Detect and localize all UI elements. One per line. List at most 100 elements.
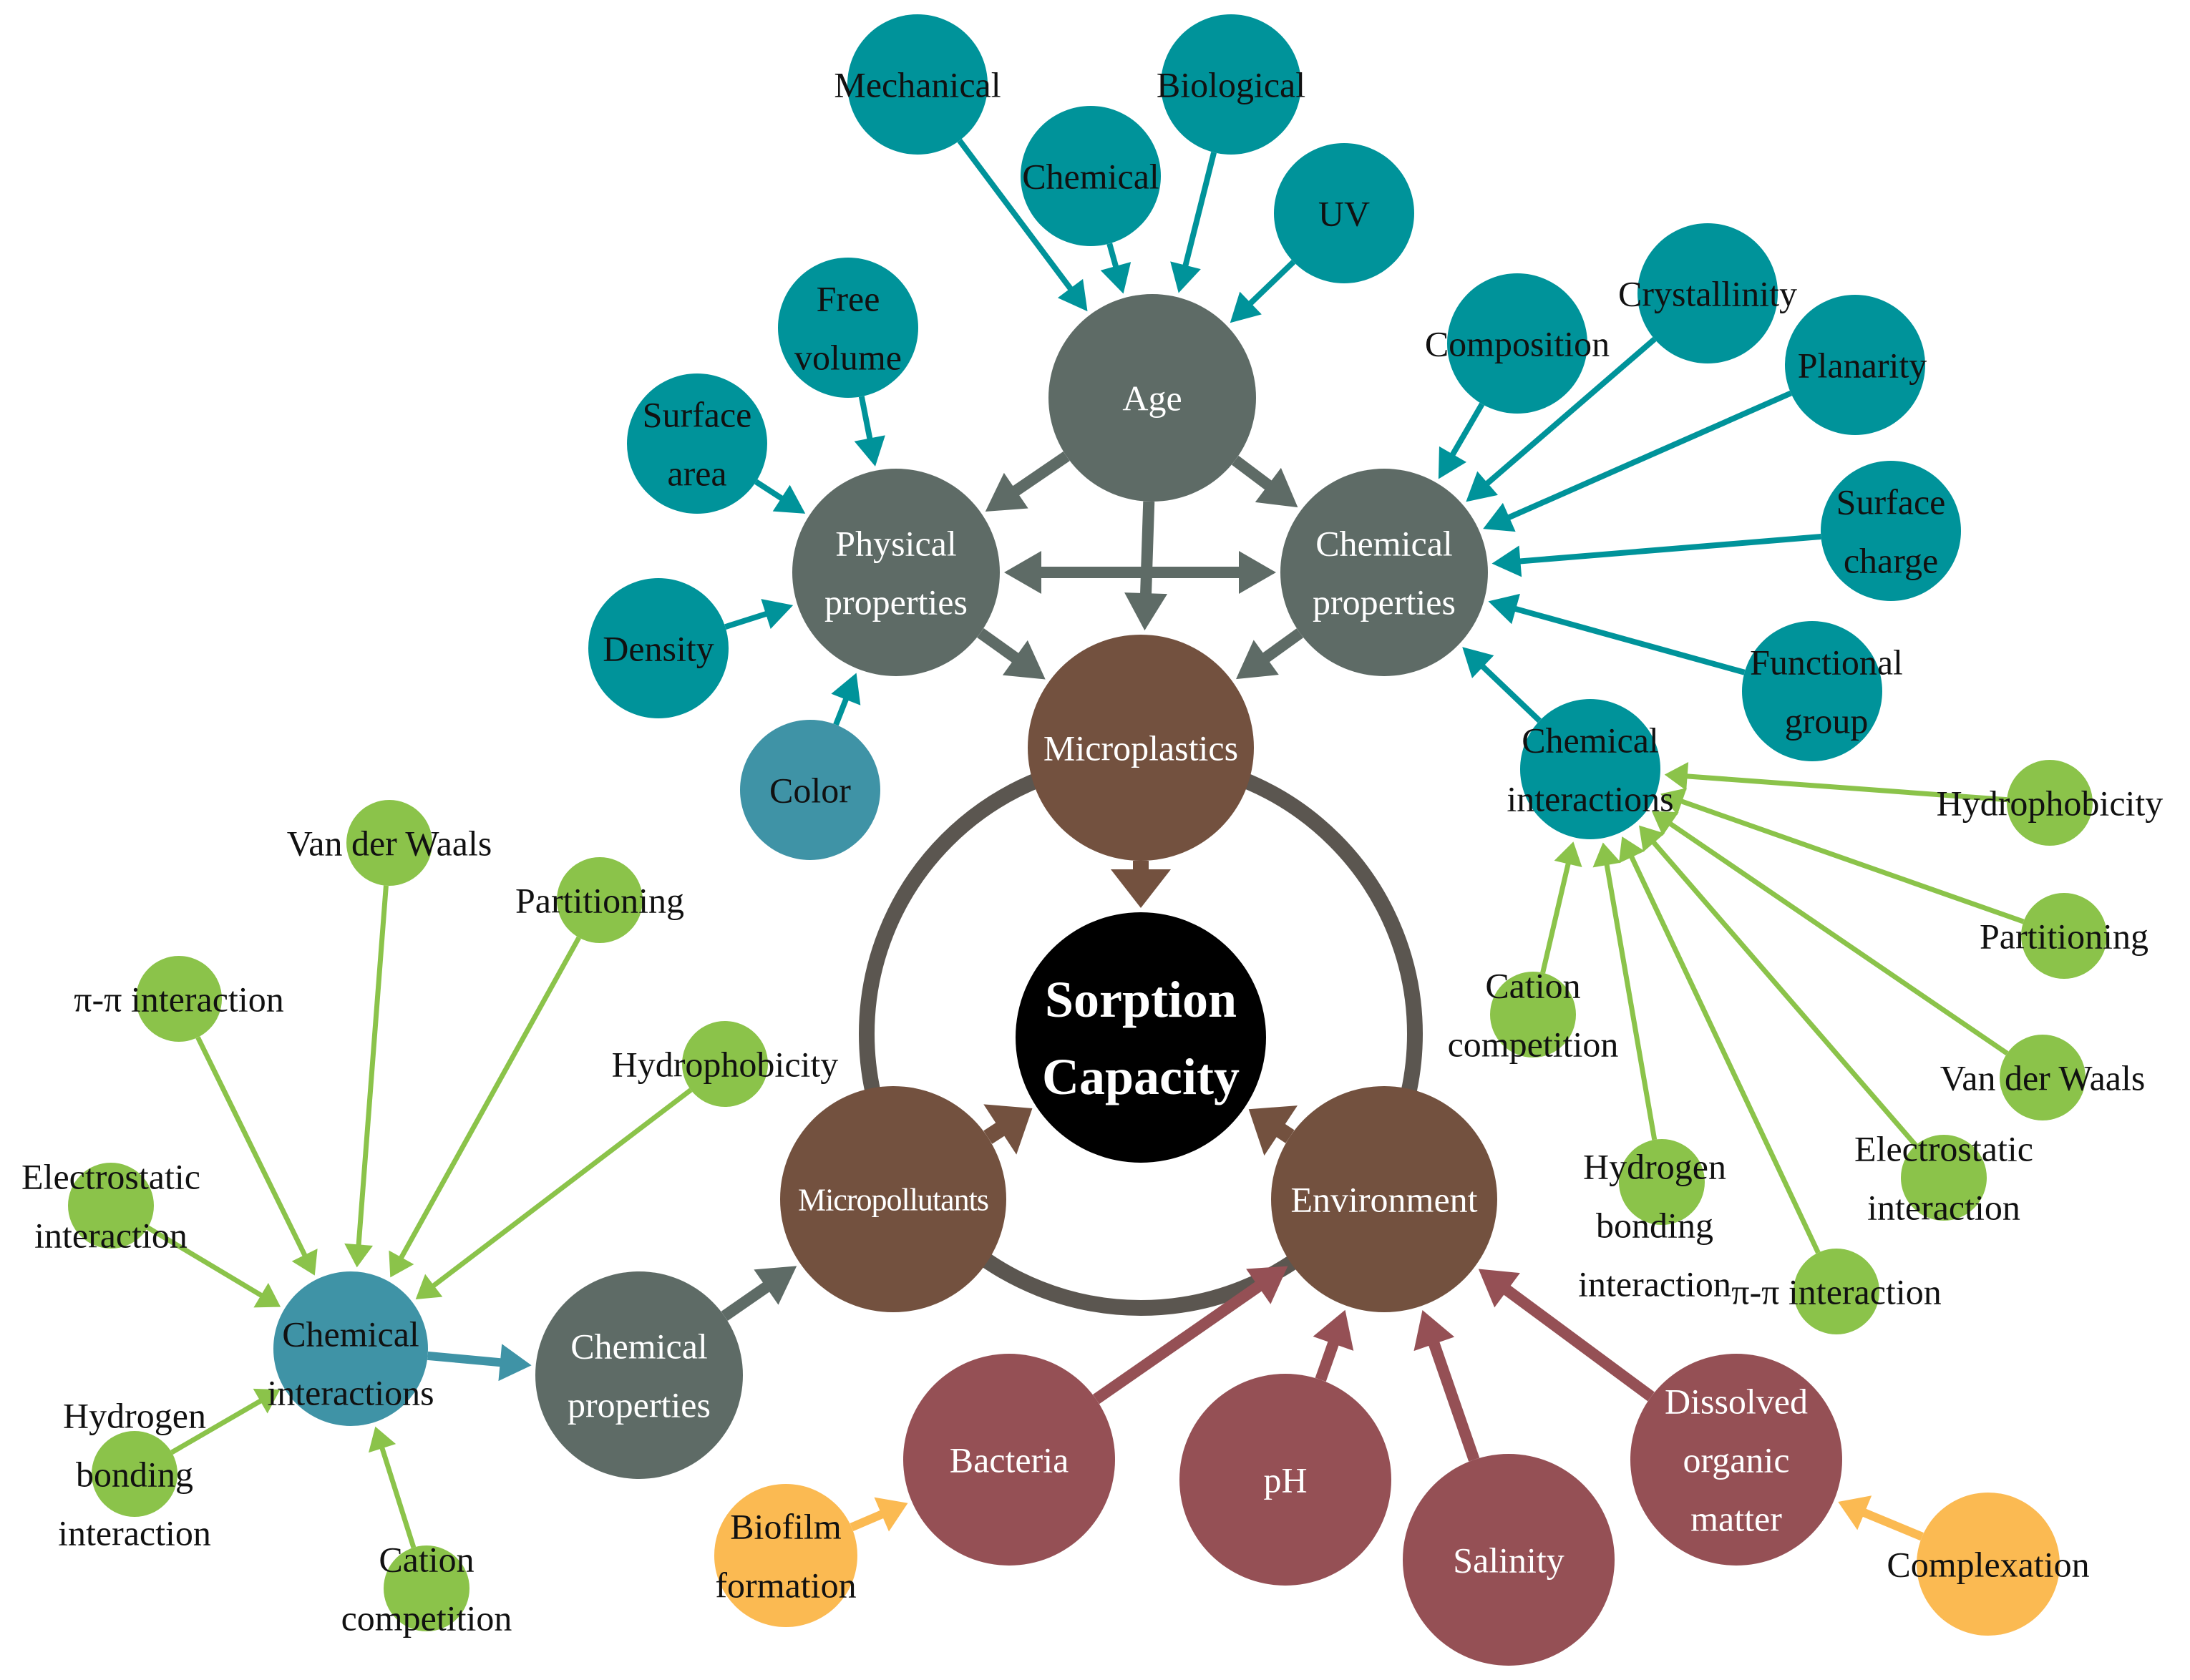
edge-surface-charge-to-chemical-properties-mp-arrowhead xyxy=(1491,545,1522,577)
edge-van-der-waals-left-to-chemical-interactions-left-line xyxy=(356,885,389,1248)
edge-salinity-to-environment xyxy=(1413,1310,1480,1462)
edge-chemical-properties-mp-to-microplastics-arrowhead xyxy=(1236,640,1279,680)
edge-pi-pi-right-to-chemical-interactions-right-arrowhead xyxy=(1618,836,1645,864)
edge-free-volume-to-physical-properties-line xyxy=(858,396,873,442)
node-crystallinity-label: Crystallinity xyxy=(1618,274,1797,314)
node-surface-charge-label-line-2: charge xyxy=(1844,541,1938,581)
node-van-der-waals-right-label-line-1: Van der Waals xyxy=(1940,1058,2146,1098)
node-mechanical-label: Mechanical xyxy=(834,65,1001,105)
edge-functional-group-to-chemical-properties-mp-line xyxy=(1512,605,1746,675)
edge-partitioning-left-to-chemical-interactions-left xyxy=(389,936,581,1278)
edge-cation-competition-right-to-chemical-interactions-right xyxy=(1540,841,1582,974)
edge-age-to-chemical-properties-mp-arrowhead xyxy=(1255,467,1298,508)
node-salinity-label-line-1: Salinity xyxy=(1453,1540,1564,1581)
edge-bacteria-to-environment xyxy=(1092,1266,1288,1405)
node-surface-area-label-line-1: Surface xyxy=(643,395,752,435)
node-functional-group-circle xyxy=(1742,621,1882,761)
edge-cation-competition-right-to-chemical-interactions-right-arrowhead xyxy=(1554,841,1582,867)
edge-hydrophobicity-right-to-chemical-interactions-right-arrowhead xyxy=(1664,761,1689,791)
edge-partitioning-right-to-chemical-interactions-right-line xyxy=(1678,798,2025,924)
node-cation-competition-right-label-line-1: Cation xyxy=(1485,966,1580,1006)
node-van-der-waals-left: Van der Waals xyxy=(287,800,492,886)
node-chemical-interactions-right-circle xyxy=(1520,699,1660,839)
node-hydrogen-bonding-right-label-line-3: interaction xyxy=(1578,1264,1731,1304)
node-micropollutants: Micropollutants xyxy=(780,1086,1006,1312)
node-uv-label-line-1: UV xyxy=(1318,194,1370,234)
edge-free-volume-to-physical-properties xyxy=(854,396,885,467)
node-ph-label: pH xyxy=(1263,1460,1307,1500)
node-free-volume-circle xyxy=(778,258,918,398)
edge-biological-to-age-arrowhead xyxy=(1170,261,1201,293)
edge-crystallinity-to-chemical-properties-mp-arrowhead xyxy=(1466,471,1498,502)
node-micropollutants-circle xyxy=(780,1086,1006,1312)
node-pi-pi-right: π-π interaction xyxy=(1731,1249,1942,1334)
node-hydrogen-bonding-right-circle xyxy=(1619,1139,1705,1225)
node-partitioning-left-circle xyxy=(557,857,643,943)
edge-composition-to-chemical-properties-mp xyxy=(1438,402,1485,479)
edge-physical-properties-to-microplastics-line xyxy=(977,627,1021,665)
edge-van-der-waals-right-to-chemical-interactions-right-arrowhead xyxy=(1651,811,1679,836)
node-chemical-interactions-left-circle xyxy=(273,1271,428,1426)
node-pi-pi-left-circle xyxy=(136,956,222,1042)
node-hydrophobicity-right-circle xyxy=(2007,760,2093,846)
node-chemical-aging-label-line-1: Chemical xyxy=(1022,157,1159,197)
node-composition-circle xyxy=(1447,273,1587,414)
edge-age-to-physical-properties-arrowhead xyxy=(985,472,1028,512)
node-crystallinity-label-line-1: Crystallinity xyxy=(1618,274,1797,314)
edge-uv-to-age xyxy=(1230,260,1296,323)
edge-bacteria-to-environment-line xyxy=(1092,1280,1265,1405)
node-pi-pi-right-circle xyxy=(1794,1249,1879,1334)
edge-environment-to-sorption-capacity-arrowhead xyxy=(1248,1105,1298,1156)
node-dissolved-organic-matter-label-line-1: Dissolved xyxy=(1665,1382,1808,1422)
node-biological-circle xyxy=(1161,14,1301,155)
node-van-der-waals-left-label-line-1: Van der Waals xyxy=(287,824,492,864)
node-density-label: Density xyxy=(603,629,714,669)
node-age-label: Age xyxy=(1122,379,1182,419)
edge-complexation-to-dissolved-organic-matter-arrowhead xyxy=(1838,1495,1872,1530)
edge-biofilm-formation-to-bacteria xyxy=(850,1497,908,1532)
edge-color-to-physical-properties-line xyxy=(833,695,850,726)
edge-electrostatic-right-to-chemical-interactions-right-line xyxy=(1650,839,1918,1147)
node-electrostatic-right-label-line-2: interaction xyxy=(1867,1188,2020,1228)
node-uv-label: UV xyxy=(1318,194,1370,234)
node-partitioning-right-label-line-1: Partitioning xyxy=(1980,917,2148,957)
edge-complexation-to-dissolved-organic-matter xyxy=(1838,1495,1924,1541)
node-pi-pi-right-label: π-π interaction xyxy=(1731,1272,1941,1312)
node-crystallinity-circle xyxy=(1637,223,1778,363)
edge-chemical-aging-to-age-arrowhead xyxy=(1100,262,1132,294)
edge-chemical-interactions-right-to-chemical-properties-mp xyxy=(1462,647,1542,723)
node-surface-charge-circle xyxy=(1821,461,1961,601)
node-hydrogen-bonding-left-label-line-3: interaction xyxy=(58,1513,211,1553)
node-sorption-capacity-circle xyxy=(1016,912,1266,1163)
node-hydrophobicity-right-label: Hydrophobicity xyxy=(1937,783,2164,824)
node-chemical-aging: Chemical xyxy=(1021,106,1161,246)
edge-bacteria-to-environment-arrowhead xyxy=(1246,1266,1288,1304)
edge-ph-to-environment-arrowhead xyxy=(1313,1309,1354,1351)
edge-biological-to-age xyxy=(1170,152,1217,293)
node-planarity-circle xyxy=(1785,295,1925,435)
edge-pi-pi-right-to-chemical-interactions-right-line xyxy=(1628,853,1821,1254)
edge-electrostatic-left-to-chemical-interactions-left xyxy=(146,1225,281,1308)
node-hydrophobicity-left-label: Hydrophobicity xyxy=(612,1045,839,1085)
edge-functional-group-to-chemical-properties-mp-arrowhead xyxy=(1488,593,1520,625)
node-color-circle xyxy=(740,720,880,860)
edge-free-volume-to-physical-properties-arrowhead xyxy=(854,435,885,467)
edge-physical-properties-to-microplastics-arrowhead xyxy=(1002,640,1046,680)
edge-age-to-chemical-properties-mp-line xyxy=(1232,455,1274,492)
edge-planarity-to-chemical-properties-mp-line xyxy=(1505,390,1792,522)
node-crystallinity: Crystallinity xyxy=(1618,223,1797,363)
node-salinity-circle xyxy=(1403,1454,1615,1666)
edge-biological-to-age-line xyxy=(1182,152,1217,269)
edge-micropollutants-to-sorption-capacity-arrowhead xyxy=(983,1104,1033,1155)
node-hydrophobicity-left-label-line-1: Hydrophobicity xyxy=(612,1045,839,1085)
